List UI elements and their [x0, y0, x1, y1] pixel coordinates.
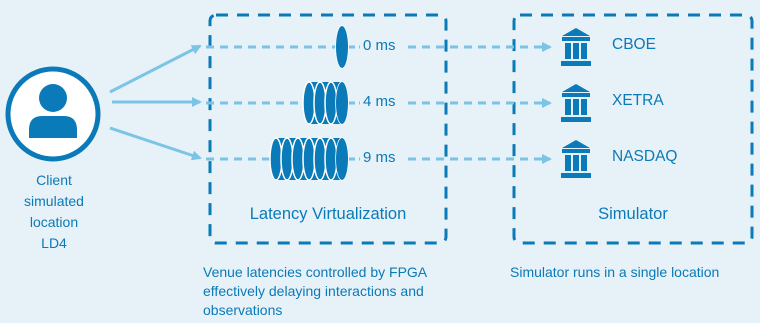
client-arrow-top — [109, 44, 202, 94]
bank-building-icon — [561, 140, 591, 178]
virtualization-caption: Venue latencies controlled by FPGA effec… — [203, 264, 427, 318]
disc-stack-icon — [269, 137, 349, 181]
disc-stack-icon — [335, 25, 349, 69]
bank-building-icon — [561, 28, 591, 66]
disc-stack-icon — [302, 81, 349, 125]
simulator-box — [512, 13, 754, 245]
route-cboe — [206, 25, 591, 69]
client-label-line: location — [29, 214, 79, 230]
client-label-line: Client — [36, 172, 72, 188]
simulator-label: Simulator — [598, 205, 668, 223]
latency-label: 4 ms — [363, 93, 396, 110]
route-nasdaq — [206, 137, 591, 181]
bank-building-icon — [561, 84, 591, 122]
latency-virtualization-label: Latency Virtualization — [249, 205, 407, 223]
latency-virtualization-box — [208, 13, 448, 245]
latency-label: 0 ms — [363, 37, 396, 54]
routes-layer — [206, 25, 591, 181]
route-xetra — [206, 81, 591, 125]
simulator-caption: Simulator runs in a single location — [510, 264, 720, 280]
venue-label: CBOE — [612, 36, 656, 53]
client-label-line: simulated — [24, 193, 84, 209]
client-label-line: LD4 — [41, 235, 67, 251]
venue-label: XETRA — [612, 92, 664, 109]
venue-label: NASDAQ — [612, 148, 678, 165]
client-arrow-bottom — [109, 126, 202, 161]
user-icon — [5, 66, 101, 162]
latency-label: 9 ms — [363, 149, 396, 166]
